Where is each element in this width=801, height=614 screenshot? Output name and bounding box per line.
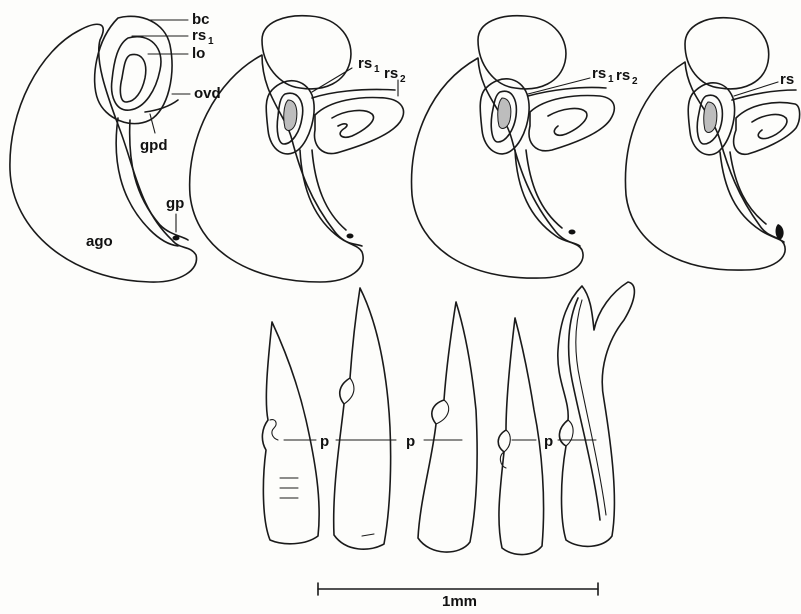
structure-1-outline: [262, 322, 319, 544]
section-1-ovd: [145, 100, 178, 112]
subscript-rs1-b: 1: [374, 64, 380, 75]
subscript-rs2-b: 2: [400, 74, 406, 85]
label-p2: p: [406, 433, 415, 450]
label-ovd: ovd: [194, 85, 221, 102]
section-2-right-lobe: [314, 98, 403, 154]
section-4-bursa: [685, 18, 769, 89]
section-4-right-lobe-inner: [752, 115, 787, 139]
section-4-duct-inner: [730, 152, 766, 224]
structure-4: [498, 318, 543, 555]
label-p3: p: [544, 433, 553, 450]
section-3-bursa: [478, 16, 566, 89]
section-3-right-lobe: [529, 96, 614, 151]
subscript-rs1-c: 1: [608, 74, 614, 85]
subscript-rs2-c: 2: [632, 76, 638, 87]
section-2-connector: [312, 89, 395, 98]
section-2-gp-dot: [347, 234, 354, 239]
section-3-stippled: [498, 98, 511, 128]
structure-2-outline: [334, 288, 391, 549]
structure-5-inner-2: [576, 300, 606, 515]
structure-5-outline: [558, 282, 635, 546]
section-2-right-lobe-inner: [332, 111, 374, 138]
section-1-gp-dot: [173, 236, 180, 241]
structure-5: [558, 282, 635, 546]
label-rs1-a: rs: [192, 27, 206, 44]
leader-rs1-c: [528, 78, 590, 94]
label-ago: ago: [86, 233, 113, 250]
scale-bar-label: 1mm: [442, 593, 477, 610]
leader-rs1-b: [312, 68, 352, 92]
section-3: [412, 16, 615, 278]
label-rs1-b: rs: [358, 55, 372, 72]
structure-2-mark: [362, 534, 374, 536]
structure-5-notch: [566, 420, 573, 446]
label-rs2-c: rs: [616, 67, 630, 84]
section-3-outline: [412, 58, 584, 278]
section-2-duct: [300, 150, 362, 246]
structure-1: [262, 322, 319, 544]
section-3-gp-dot: [569, 230, 576, 235]
label-gpd: gpd: [140, 137, 168, 154]
structure-3: [418, 302, 477, 552]
section-2-bursa: [262, 16, 351, 89]
structure-4-outline: [498, 318, 543, 555]
label-rs1-c: rs: [592, 65, 606, 82]
subscript-rs1-a: 1: [208, 36, 214, 47]
section-4: [625, 18, 799, 270]
label-bc: bc: [192, 11, 210, 28]
section-2-duct-inner: [312, 150, 346, 230]
label-lo: lo: [192, 45, 205, 62]
section-2-stippled: [284, 100, 297, 130]
structure-3-outline: [418, 302, 477, 552]
section-1-inner-loop-2: [120, 54, 145, 102]
section-4-right-lobe: [734, 103, 800, 155]
section-3-right-lobe-inner: [548, 109, 587, 136]
structure-2: [334, 288, 391, 549]
label-gp: gp: [166, 195, 184, 212]
label-p1: p: [320, 433, 329, 450]
structure-1-notch: [270, 420, 278, 440]
section-1-inner-loop: [112, 37, 161, 110]
label-rs2-b: rs: [384, 65, 398, 82]
section-4-connector: [732, 90, 796, 100]
structure-5-inner: [569, 298, 600, 520]
section-4-stippled: [704, 102, 717, 132]
section-3-connector: [528, 87, 606, 96]
section-4-duct: [720, 152, 784, 242]
label-rs-d: rs: [780, 71, 794, 88]
